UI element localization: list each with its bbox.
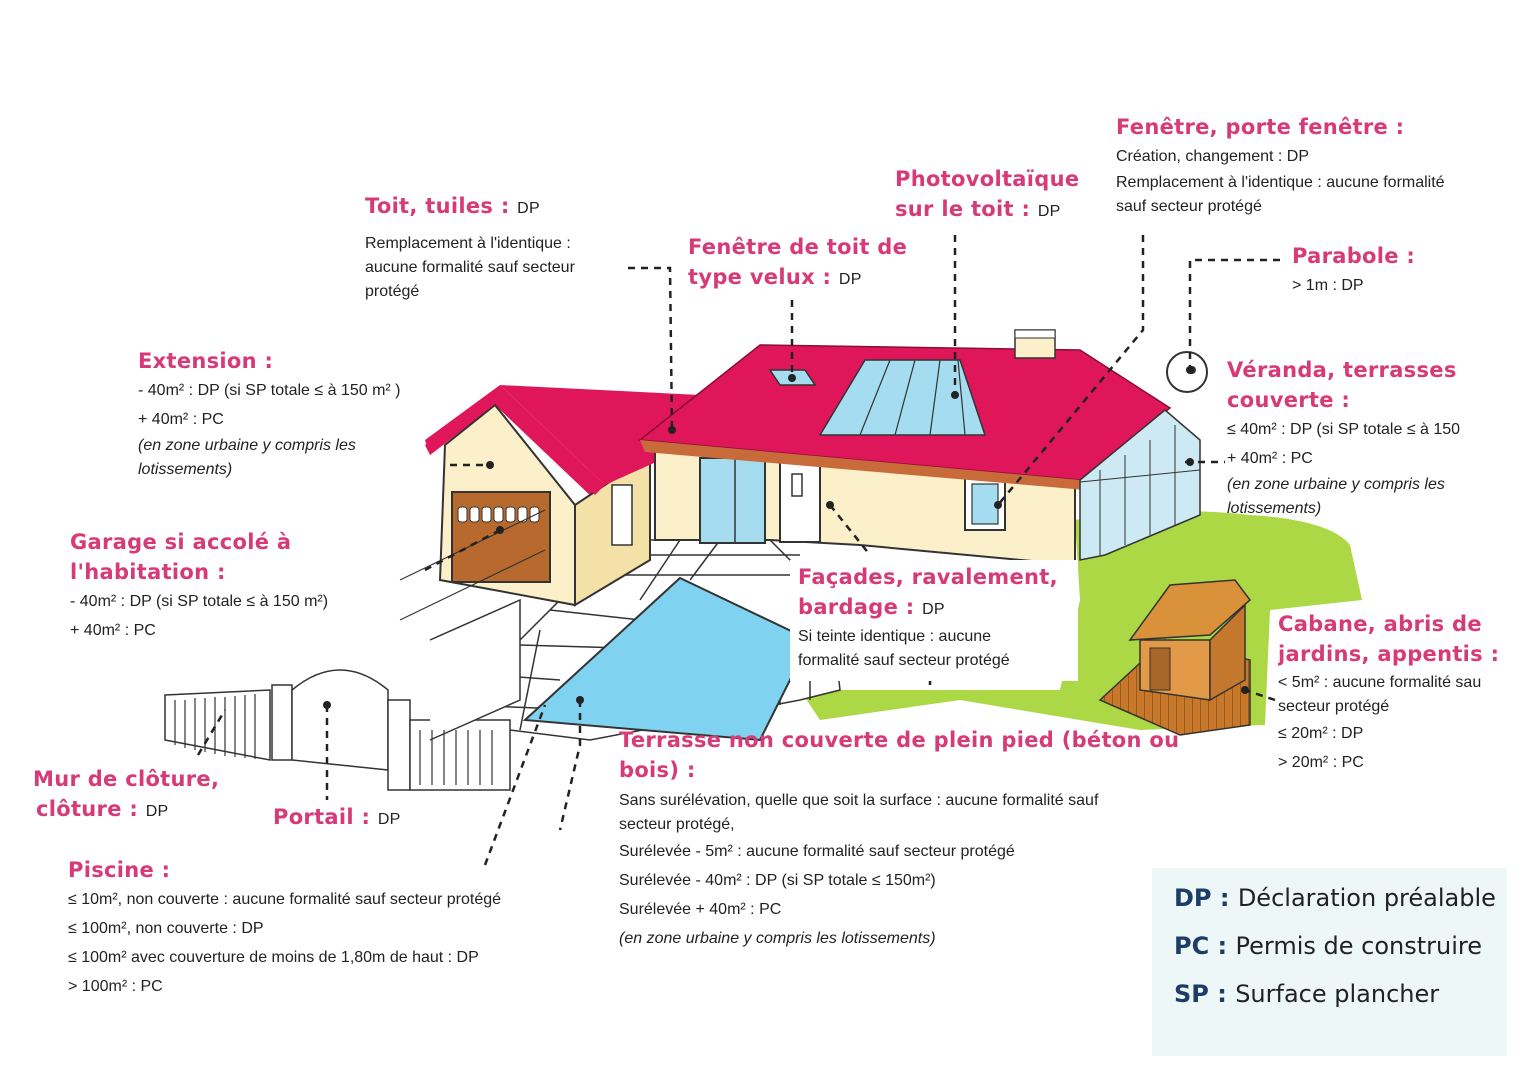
terrasse-title-1: Terrasse non couverte de plein pied (bét… bbox=[619, 728, 1180, 752]
facades-line-2: formalité sauf secteur protégé bbox=[798, 652, 1010, 669]
toit-tag: DP bbox=[517, 200, 540, 217]
terrasse-line-5: Surélevée + 40m² : PC bbox=[619, 901, 782, 918]
terrasse-line-4: Surélevée - 40m² : DP (si SP totale ≤ 15… bbox=[619, 872, 936, 889]
terrasse-line-3: Surélevée - 5m² : aucune formalité sauf … bbox=[619, 843, 1015, 860]
fence bbox=[164, 598, 521, 791]
legend-row-dp: DP : Déclaration préalable bbox=[1174, 884, 1496, 912]
facades-title-1: Façades, ravalement, bbox=[798, 565, 1058, 589]
velux-tag: DP bbox=[838, 271, 862, 288]
photovoltaique-block: Photovoltaïque sur le toit : DP bbox=[895, 164, 1079, 227]
legend-sp-text: Surface plancher bbox=[1235, 980, 1440, 1008]
mur-block: Mur de clôture, clôture : DP bbox=[33, 764, 219, 827]
facades-block: Façades, ravalement, bardage : DP Si tei… bbox=[790, 560, 1078, 681]
fenetre-line-2: Remplacement à l'identique : aucune form… bbox=[1116, 174, 1445, 191]
legend-box: DP : Déclaration préalable PC : Permis d… bbox=[1152, 868, 1507, 1056]
extension-line-2: + 40m² : PC bbox=[138, 411, 224, 428]
extension-line-1: - 40m² : DP (si SP totale ≤ à 150 m² ) bbox=[138, 382, 401, 399]
legend-sp-abbr: SP bbox=[1174, 980, 1209, 1008]
veranda-note-2: lotissements) bbox=[1227, 500, 1322, 517]
leader-lines bbox=[196, 235, 1280, 866]
photovoltaique-title-1: Photovoltaïque bbox=[895, 167, 1080, 191]
bay-window bbox=[699, 457, 766, 544]
parabole-block: Parabole : > 1m : DP bbox=[1292, 241, 1415, 300]
fenetre-block: Fenêtre, porte fenêtre : Création, chang… bbox=[1116, 112, 1445, 219]
piscine-line-4: > 100m² : PC bbox=[68, 978, 163, 995]
extension-note-1: (en zone urbaine y compris les bbox=[138, 437, 356, 454]
velux-block: Fenêtre de toit de type velux : DP bbox=[688, 232, 907, 295]
solar-panels bbox=[818, 359, 987, 436]
portail-tag: DP bbox=[377, 811, 401, 828]
extension-block: Extension : - 40m² : DP (si SP totale ≤ … bbox=[138, 346, 401, 482]
veranda-block: Véranda, terrasses couverte : ≤ 40m² : D… bbox=[1227, 355, 1517, 521]
piscine-line-3: ≤ 100m² avec couverture de moins de 1,80… bbox=[68, 949, 479, 966]
piscine-title: Piscine : bbox=[68, 858, 171, 882]
legend-row-sp: SP : Surface plancher bbox=[1174, 980, 1439, 1008]
cabane-title-2: jardins, appentis : bbox=[1278, 642, 1500, 666]
velux-title-1: Fenêtre de toit de bbox=[688, 235, 908, 259]
terrasse-line-2: secteur protégé, bbox=[619, 816, 735, 833]
legend-dp-abbr: DP bbox=[1174, 884, 1212, 912]
photovoltaique-tag: DP bbox=[1037, 203, 1061, 220]
parabole-title: Parabole : bbox=[1292, 244, 1416, 268]
veranda-title-1: Véranda, terrasses bbox=[1227, 358, 1457, 382]
fenetre-line-3: sauf secteur protégé bbox=[1116, 198, 1262, 215]
extension-note-2: lotissements) bbox=[138, 461, 233, 478]
terrasse-line-1: Sans surélévation, quelle que soit la su… bbox=[619, 792, 1099, 809]
extension-title: Extension : bbox=[138, 349, 274, 373]
veranda-title-2: couverte : bbox=[1227, 388, 1351, 412]
piscine-block: Piscine : ≤ 10m², non couverte : aucune … bbox=[68, 855, 501, 1001]
toit-block: Toit, tuiles : DP Remplacement à l'ident… bbox=[365, 191, 575, 304]
velux-title-2: type velux : bbox=[688, 265, 832, 289]
parabole-line-1: > 1m : DP bbox=[1292, 277, 1364, 294]
fenetre-title: Fenêtre, porte fenêtre : bbox=[1116, 115, 1405, 139]
mur-title-2: clôture : bbox=[36, 797, 139, 821]
terrasse-block: Terrasse non couverte de plein pied (bét… bbox=[619, 725, 1179, 953]
garage-title-1: Garage si accolé à bbox=[70, 530, 292, 554]
garage-title-2: l'habitation : bbox=[70, 560, 226, 584]
garage-line-2: + 40m² : PC bbox=[70, 622, 156, 639]
cabin-roof bbox=[1128, 579, 1252, 641]
legend-dp-sep: : bbox=[1211, 884, 1238, 912]
legend-pc-abbr: PC bbox=[1174, 932, 1210, 960]
mur-tag: DP bbox=[145, 803, 169, 820]
cabane-line-1: < 5m² : aucune formalité sau bbox=[1278, 674, 1482, 691]
terrasse-title-2: bois) : bbox=[619, 758, 696, 782]
legend-sp-sep: : bbox=[1208, 980, 1236, 1008]
veranda-line-1: ≤ 40m² : DP (si SP totale ≤ à 150 bbox=[1227, 421, 1461, 438]
garage-door bbox=[451, 491, 551, 583]
cabane-block: Cabane, abris de jardins, appentis : < 5… bbox=[1278, 609, 1508, 777]
mur-title-1: Mur de clôture, bbox=[33, 767, 220, 791]
legend-row-pc: PC : Permis de construire bbox=[1174, 932, 1482, 960]
terrasse-note: (en zone urbaine y compris les lotisseme… bbox=[619, 930, 936, 947]
garage-block: Garage si accolé à l'habitation : - 40m²… bbox=[70, 527, 328, 645]
cabane-title-1: Cabane, abris de bbox=[1278, 612, 1482, 636]
veranda-line-2: + 40m² : PC bbox=[1227, 450, 1313, 467]
fenetre-line-1: Création, changement : DP bbox=[1116, 148, 1309, 165]
legend-pc-text: Permis de construire bbox=[1235, 932, 1483, 960]
facades-tag: DP bbox=[922, 601, 945, 618]
toit-line-2: aucune formalité sauf secteur bbox=[365, 259, 575, 276]
legend-pc-sep: : bbox=[1209, 932, 1236, 960]
piscine-line-2: ≤ 100m², non couverte : DP bbox=[68, 920, 264, 937]
toit-title: Toit, tuiles : bbox=[365, 194, 510, 218]
toit-line-3: protégé bbox=[365, 283, 420, 300]
photovoltaique-title-2: sur le toit : bbox=[895, 197, 1031, 221]
toit-line-1: Remplacement à l'identique : bbox=[365, 235, 571, 252]
cabane-line-3: ≤ 20m² : DP bbox=[1278, 725, 1364, 742]
veranda bbox=[1079, 409, 1201, 561]
cabane-line-4: > 20m² : PC bbox=[1278, 754, 1364, 771]
facades-line-1: Si teinte identique : aucune bbox=[798, 628, 992, 645]
portail-block: Portail : DP bbox=[273, 802, 401, 835]
portail-title: Portail : bbox=[273, 805, 371, 829]
legend-dp-text: Déclaration préalable bbox=[1237, 884, 1496, 912]
veranda-note-1: (en zone urbaine y compris les bbox=[1227, 476, 1445, 493]
piscine-line-1: ≤ 10m², non couverte : aucune formalité … bbox=[68, 891, 502, 908]
facades-title-2: bardage : bbox=[798, 595, 915, 619]
pool bbox=[522, 576, 812, 742]
garage-line-1: - 40m² : DP (si SP totale ≤ à 150 m²) bbox=[70, 593, 329, 610]
cabane-line-2: secteur protégé bbox=[1278, 698, 1390, 715]
